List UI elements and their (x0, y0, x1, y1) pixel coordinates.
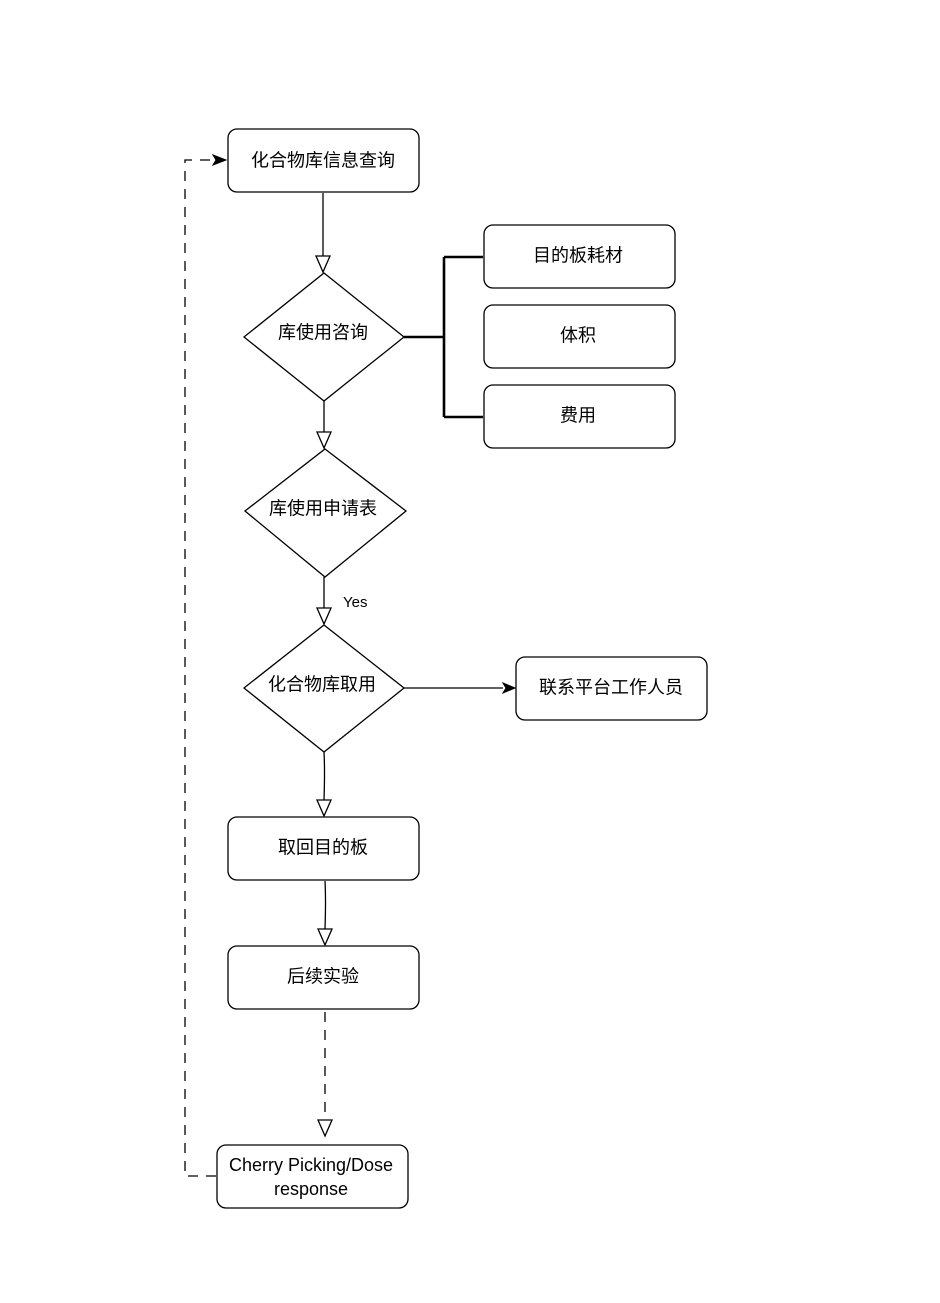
node-label-target-plate-consumables: 目的板耗材 (533, 246, 623, 267)
arrowhead-loop-to-query (211, 154, 228, 166)
node-retrieve-target-plate: 取回目的板 (227, 816, 420, 881)
node-label-volume: 体积 (560, 326, 596, 347)
edge-retrieval-to-plate (323, 751, 326, 801)
decision-library-usage-application: 库使用申请表 (243, 448, 408, 578)
edge-cherry-loop-back (184, 159, 216, 1177)
node-label-contact-platform-staff: 联系平台工作人员 (539, 678, 683, 699)
node-volume: 体积 (483, 304, 676, 369)
decision-compound-library-retrieval: 化合物库取用 (242, 624, 406, 753)
node-target-plate-consumables: 目的板耗材 (483, 224, 676, 289)
node-label-cherry-picking-line2: response (274, 1179, 348, 1199)
bracket-consult-options (404, 255, 483, 419)
node-follow-up-experiment: 后续实验 (227, 945, 420, 1010)
decision-label-library-usage-application: 库使用申请表 (269, 499, 377, 520)
decision-library-usage-consult: 库使用咨询 (242, 272, 406, 402)
node-label-cost: 费用 (560, 406, 596, 427)
arrowhead-consult-to-application (316, 431, 332, 450)
arrowhead-retrieval-to-plate (316, 799, 332, 818)
node-cost: 费用 (483, 384, 676, 449)
edge-plate-to-followup (324, 880, 327, 930)
node-compound-library-query: 化合物库信息查询 (227, 128, 420, 193)
arrowhead-query-to-consult (315, 255, 331, 274)
node-label-compound-library-query: 化合物库信息查询 (251, 151, 395, 172)
node-contact-platform-staff: 联系平台工作人员 (515, 656, 708, 721)
node-label-follow-up-experiment: 后续实验 (287, 967, 359, 988)
arrowhead-application-to-retrieval (316, 607, 332, 626)
node-cherry-picking: Cherry Picking/Dose response (216, 1144, 409, 1209)
decision-label-library-usage-consult: 库使用咨询 (278, 323, 368, 344)
decision-label-compound-library-retrieval: 化合物库取用 (268, 675, 376, 696)
arrowhead-retrieval-to-contact (501, 681, 517, 695)
arrowhead-followup-to-cherry (317, 1119, 333, 1138)
node-label-retrieve-target-plate: 取回目的板 (278, 838, 368, 859)
arrowhead-plate-to-followup (317, 928, 333, 947)
edge-label-yes: Yes (343, 594, 367, 611)
node-label-cherry-picking-line1: Cherry Picking/Dose (229, 1155, 393, 1175)
